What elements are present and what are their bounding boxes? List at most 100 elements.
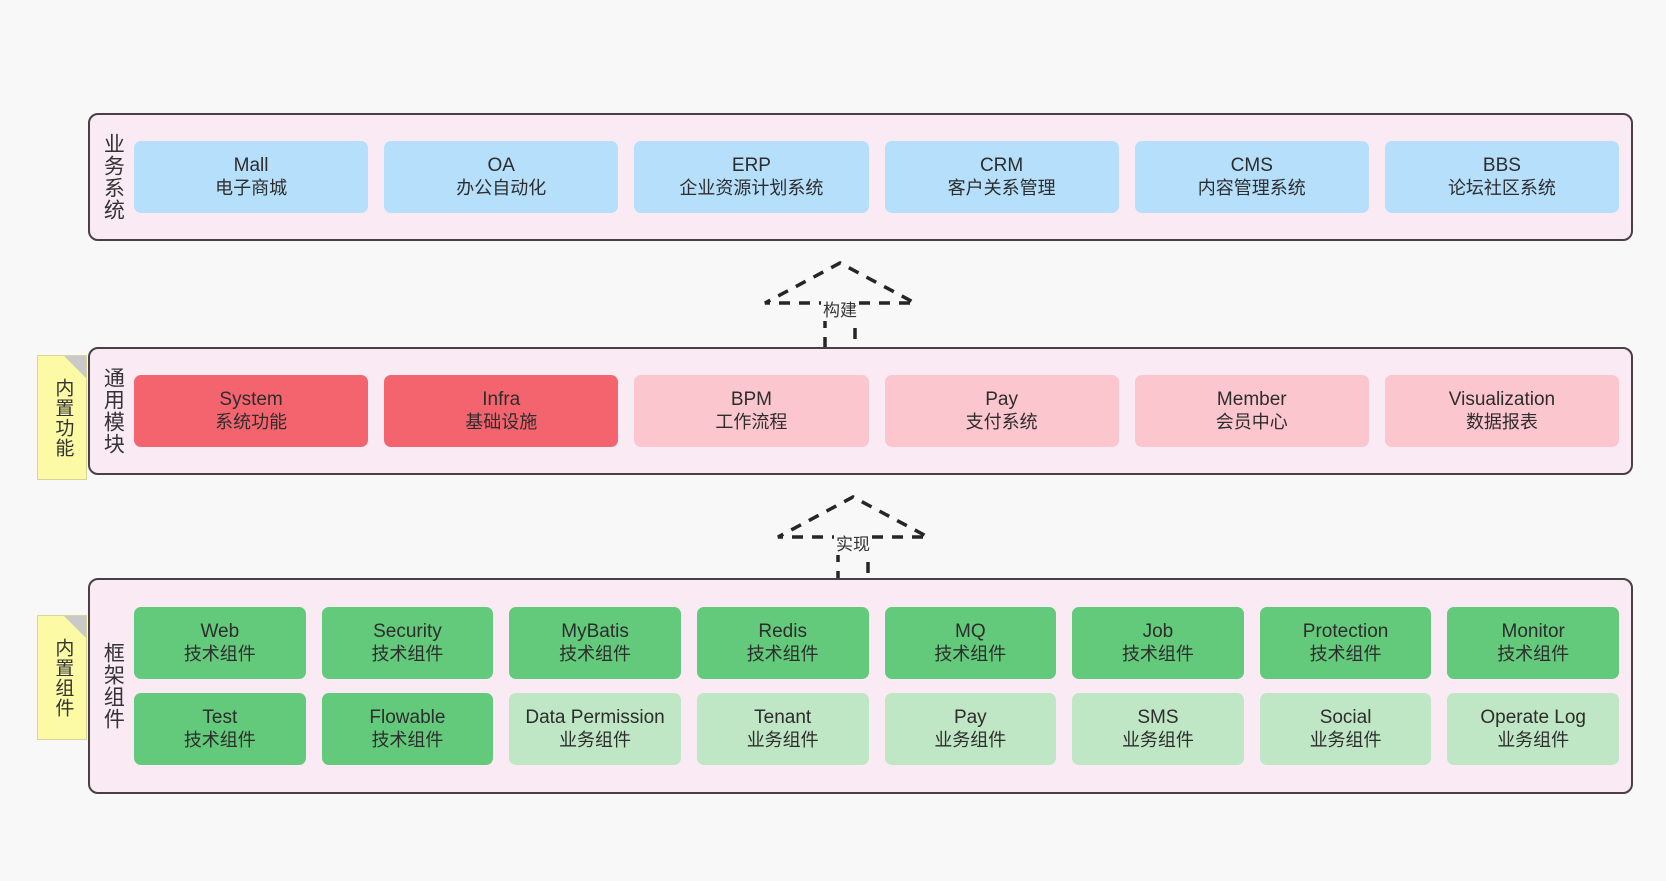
card-row: Mall 电子商城 OA 办公自动化 ERP 企业资源计划系统 CRM 客户关系…: [134, 141, 1620, 213]
card-title: Tenant: [754, 707, 812, 729]
card-bpm[interactable]: BPM 工作流程: [634, 375, 869, 447]
layer-common-module: 通用模块 System 系统功能 Infra 基础设施 BPM 工作流程 Pay…: [88, 347, 1633, 475]
card-subtitle: 数据报表: [1465, 411, 1538, 432]
card-tenant[interactable]: Tenant 业务组件: [696, 693, 869, 765]
card-subtitle: 技术组件: [934, 643, 1007, 664]
card-title: MyBatis: [561, 621, 629, 643]
card-title: BBS: [1482, 155, 1521, 177]
card-title: Pay: [953, 707, 987, 729]
card-subtitle: 技术组件: [183, 643, 256, 664]
card-mq[interactable]: MQ 技术组件: [884, 607, 1057, 679]
card-title: Test: [202, 707, 238, 729]
card-infra[interactable]: Infra 基础设施: [384, 375, 619, 447]
card-mybatis[interactable]: MyBatis 技术组件: [509, 607, 681, 679]
card-subtitle: 技术组件: [1497, 643, 1570, 664]
card-subtitle: 业务组件: [746, 729, 819, 750]
card-pay-module[interactable]: Pay 支付系统: [884, 375, 1119, 447]
card-title: Security: [373, 621, 442, 643]
card-title: MQ: [955, 621, 986, 643]
card-subtitle: 电子商城: [215, 177, 288, 198]
card-redis[interactable]: Redis 技术组件: [696, 607, 869, 679]
folded-corner-icon: [64, 356, 86, 378]
sticky-note-builtin-function: 内置功能: [37, 355, 87, 480]
card-subtitle: 客户关系管理: [947, 177, 1056, 198]
card-system[interactable]: System 系统功能: [134, 375, 369, 447]
card-subtitle: 技术组件: [371, 729, 444, 750]
card-security[interactable]: Security 技术组件: [321, 607, 494, 679]
layer-framework-component: 框架组件 Web 技术组件 Security 技术组件 MyBatis 技术组件…: [88, 578, 1633, 794]
card-protection[interactable]: Protection 技术组件: [1259, 607, 1432, 679]
card-mall[interactable]: Mall 电子商城: [134, 141, 369, 213]
card-title: SMS: [1137, 707, 1179, 729]
card-subtitle: 业务组件: [559, 729, 632, 750]
layer-body-business: Mall 电子商城 OA 办公自动化 ERP 企业资源计划系统 CRM 客户关系…: [134, 115, 1631, 239]
card-subtitle: 技术组件: [1121, 643, 1194, 664]
card-cms[interactable]: CMS 内容管理系统: [1134, 141, 1369, 213]
card-title: Flowable: [369, 707, 446, 729]
card-subtitle: 论坛社区系统: [1447, 177, 1556, 198]
card-title: ERP: [731, 155, 771, 177]
card-title: Visualization: [1448, 389, 1556, 411]
card-member[interactable]: Member 会员中心: [1134, 375, 1369, 447]
sticky-note-label: 内置功能: [52, 377, 74, 458]
card-subtitle: 业务组件: [934, 729, 1007, 750]
card-row: Test 技术组件 Flowable 技术组件 Data Permission …: [134, 693, 1619, 765]
card-subtitle: 业务组件: [1121, 729, 1194, 750]
card-bbs[interactable]: BBS 论坛社区系统: [1384, 141, 1620, 213]
card-title: System: [219, 389, 283, 411]
layer-body-common: System 系统功能 Infra 基础设施 BPM 工作流程 Pay 支付系统…: [134, 349, 1631, 473]
sticky-note-label: 内置组件: [52, 637, 74, 718]
card-subtitle: 技术组件: [559, 643, 632, 664]
card-operate-log[interactable]: Operate Log 业务组件: [1447, 693, 1619, 765]
card-visualization[interactable]: Visualization 数据报表: [1384, 375, 1620, 447]
card-title: Operate Log: [1480, 707, 1586, 729]
card-title: CMS: [1230, 155, 1273, 177]
card-pay-component[interactable]: Pay 业务组件: [884, 693, 1057, 765]
layer-caption-common-module: 通用模块: [101, 367, 125, 455]
card-job[interactable]: Job 技术组件: [1072, 607, 1244, 679]
card-flowable[interactable]: Flowable 技术组件: [321, 693, 494, 765]
card-title: Protection: [1302, 621, 1389, 643]
card-subtitle: 技术组件: [371, 643, 444, 664]
card-subtitle: 基础设施: [465, 411, 538, 432]
layer-business-system: 业务系统 Mall 电子商城 OA 办公自动化 ERP 企业资源计划系统 CRM…: [88, 113, 1633, 241]
card-title: Pay: [985, 389, 1018, 411]
card-monitor[interactable]: Monitor 技术组件: [1447, 607, 1619, 679]
connector-label-build: 构建: [821, 296, 859, 321]
card-subtitle: 系统功能: [215, 411, 288, 432]
card-web[interactable]: Web 技术组件: [134, 607, 306, 679]
card-subtitle: 工作流程: [715, 411, 788, 432]
card-subtitle: 业务组件: [1309, 729, 1382, 750]
card-subtitle: 支付系统: [965, 411, 1038, 432]
layer-caption-business: 业务系统: [101, 133, 125, 221]
layer-caption-framework: 框架组件: [101, 642, 125, 730]
card-subtitle: 业务组件: [1497, 729, 1570, 750]
card-title: Social: [1319, 707, 1372, 729]
card-title: Member: [1216, 389, 1287, 411]
card-title: Mall: [233, 155, 269, 177]
card-subtitle: 办公自动化: [456, 177, 547, 198]
connector-implement: 实现: [773, 492, 933, 587]
card-social[interactable]: Social 业务组件: [1259, 693, 1432, 765]
card-row: Web 技术组件 Security 技术组件 MyBatis 技术组件 Redi…: [134, 607, 1619, 679]
card-title: CRM: [979, 155, 1024, 177]
card-row: System 系统功能 Infra 基础设施 BPM 工作流程 Pay 支付系统…: [134, 375, 1620, 447]
card-subtitle: 会员中心: [1215, 411, 1288, 432]
folded-corner-icon: [64, 616, 86, 638]
card-title: Infra: [482, 389, 521, 411]
card-sms[interactable]: SMS 业务组件: [1072, 693, 1244, 765]
card-test[interactable]: Test 技术组件: [134, 693, 306, 765]
card-subtitle: 内容管理系统: [1197, 177, 1306, 198]
card-subtitle: 技术组件: [1309, 643, 1382, 664]
card-title: Redis: [758, 621, 807, 643]
card-title: Job: [1142, 621, 1174, 643]
card-data-permission[interactable]: Data Permission 业务组件: [509, 693, 681, 765]
card-crm[interactable]: CRM 客户关系管理: [884, 141, 1119, 213]
card-erp[interactable]: ERP 企业资源计划系统: [634, 141, 869, 213]
card-subtitle: 技术组件: [183, 729, 256, 750]
card-oa[interactable]: OA 办公自动化: [384, 141, 619, 213]
card-title: OA: [487, 155, 515, 177]
connector-label-implement: 实现: [834, 530, 872, 555]
connector-build: 构建: [760, 258, 920, 353]
card-title: BPM: [730, 389, 773, 411]
